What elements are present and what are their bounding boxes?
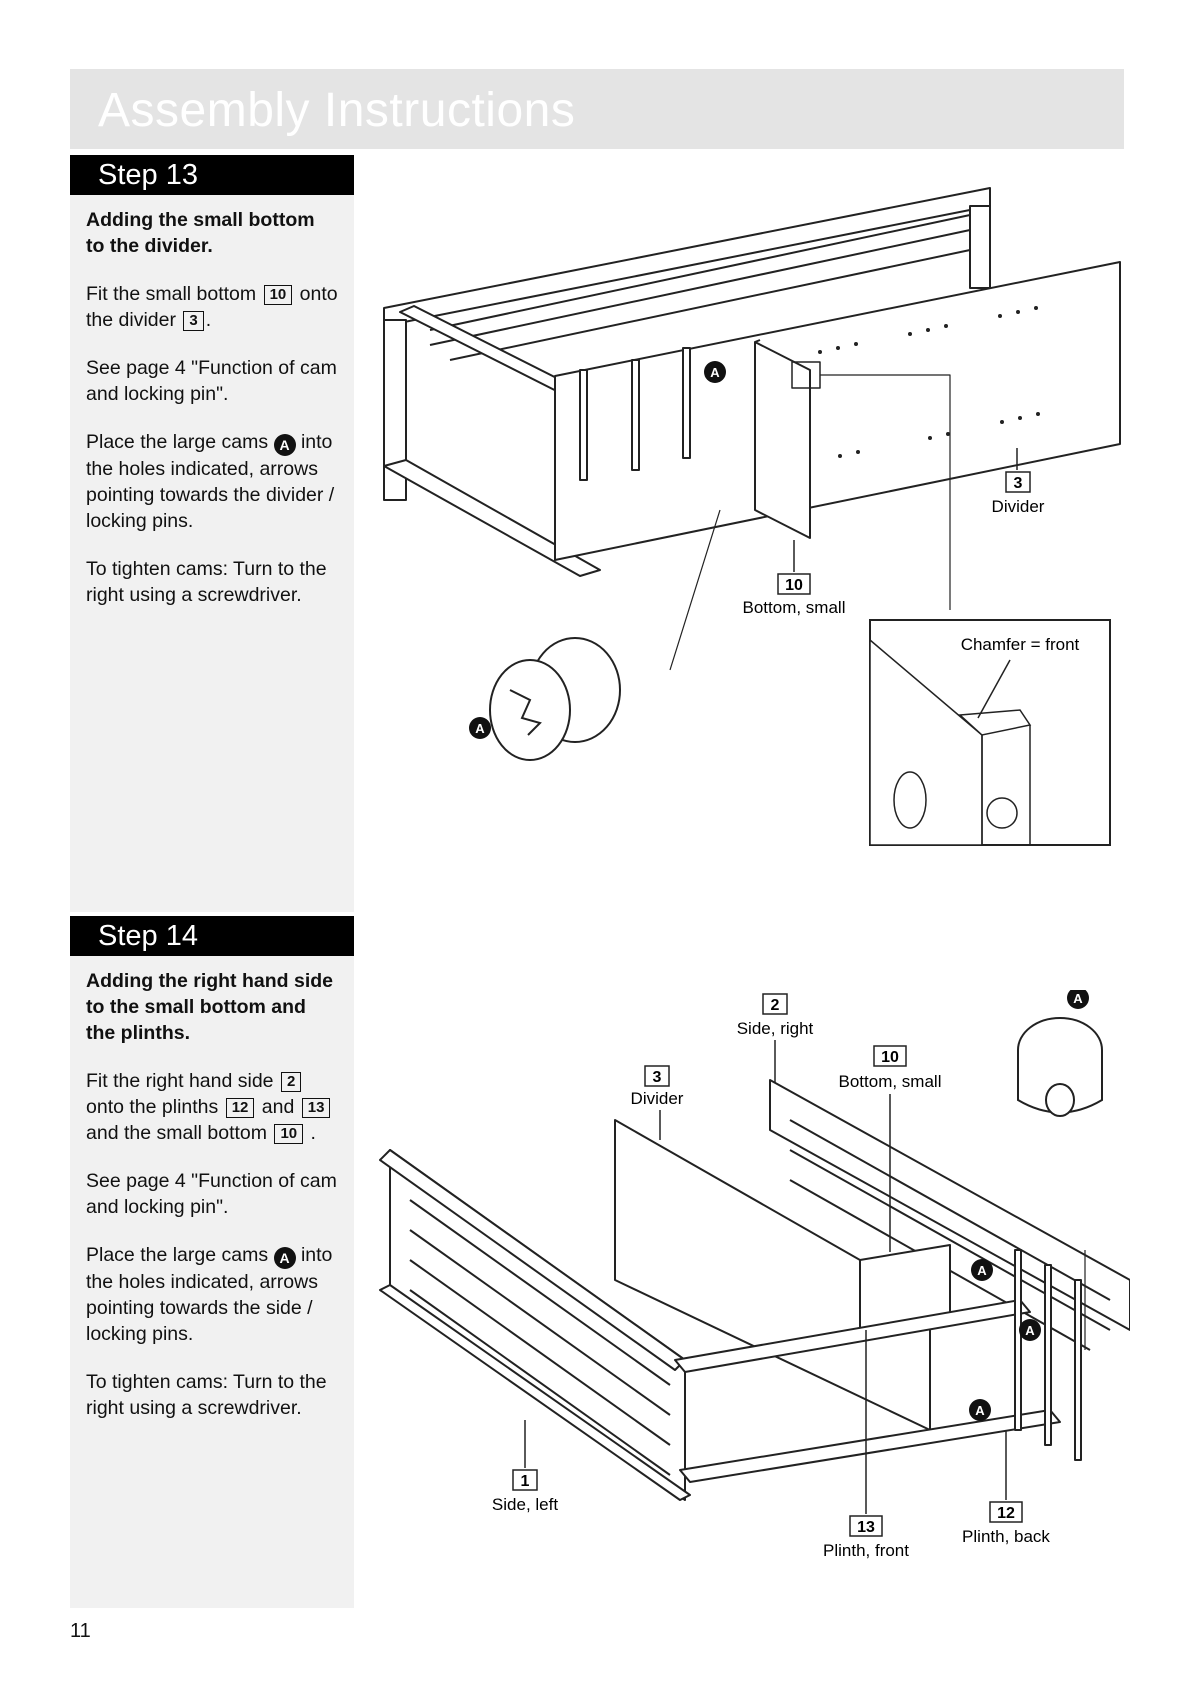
svg-text:Bottom, small: Bottom, small: [743, 598, 846, 617]
part-badge-13: 13: [301, 1098, 331, 1118]
cam-a-marker: A: [1019, 1319, 1041, 1341]
svg-text:Chamfer = front: Chamfer = front: [961, 635, 1080, 654]
svg-text:Divider: Divider: [631, 1089, 684, 1108]
step-13-diagram: A A 3 Divider 10 Bottom, small Chamfer =…: [383, 187, 1121, 846]
step-14-fit-end: .: [310, 1122, 316, 1144]
step-13-panel: Step 13 Adding the small bottom to the d…: [70, 155, 354, 912]
step-14-fit-text-3: and the small bottom: [86, 1122, 268, 1144]
page-title: Assembly Instructions: [98, 84, 576, 137]
svg-text:Side, left: Side, left: [492, 1495, 558, 1514]
svg-text:12: 12: [997, 1505, 1015, 1522]
cam-a-icon: A: [273, 434, 296, 456]
step-13-heading: Adding the small bottom to the divider.: [86, 209, 315, 257]
part-badge-10: 10: [263, 285, 293, 305]
step-14-title: Step 14: [70, 916, 354, 956]
svg-text:2: 2: [771, 997, 780, 1014]
plinth-front: [679, 1409, 1061, 1483]
right-side-panel: [769, 1079, 1130, 1331]
svg-text:Divider: Divider: [992, 497, 1045, 516]
part-badge-12: 12: [225, 1098, 255, 1118]
svg-text:1: 1: [521, 1473, 530, 1490]
step-13-see: See page 4 "Function of cam and locking …: [86, 357, 337, 405]
svg-text:A: A: [475, 721, 485, 736]
cam-a-marker: A: [969, 1399, 991, 1421]
cam-a-marker: A: [971, 1259, 993, 1281]
cam-a-marker: A: [1067, 990, 1089, 1009]
svg-text:13: 13: [857, 1519, 875, 1536]
svg-text:Plinth, back: Plinth, back: [962, 1527, 1050, 1546]
step-13-fit-text-2: onto the divider: [86, 283, 338, 331]
divider-panel: [554, 261, 1121, 561]
part-badge-2: 2: [280, 1072, 302, 1092]
step-14-fit-and: and: [261, 1096, 295, 1118]
step-13-fit-end: .: [205, 309, 212, 331]
svg-text:A: A: [977, 1263, 987, 1278]
svg-text:Plinth, front: Plinth, front: [823, 1541, 909, 1560]
label-divider: 3 Divider: [631, 1065, 684, 1140]
svg-text:A: A: [1025, 1323, 1035, 1338]
part-badge-3: 3: [183, 311, 204, 331]
label-side-left: 1 Side, left: [492, 1420, 558, 1514]
header-banner: Assembly Instructions: [70, 69, 1124, 149]
label-side-right: 2 Side, right: [737, 993, 814, 1082]
svg-text:10: 10: [785, 577, 803, 594]
step-14-fit-text-2: onto the plinths: [86, 1096, 219, 1118]
svg-text:3: 3: [1014, 475, 1023, 492]
step-13-fit: Fit the small bottom 10 onto the divider…: [86, 281, 338, 333]
cam-illustration: [1017, 1017, 1103, 1117]
step-14-see: See page 4 "Function of cam and locking …: [86, 1170, 337, 1218]
label-plinth-back: 12 Plinth, back: [962, 1430, 1050, 1546]
step-13-place-text: Place the large cams: [86, 431, 269, 453]
step-13-place-text-2: into the holes indicated, arrows pointin…: [86, 431, 335, 532]
cam-a-icon: A: [273, 1247, 296, 1269]
step-14-instructions: Adding the right hand side to the small …: [70, 956, 354, 1421]
svg-text:A: A: [710, 365, 720, 380]
label-divider: 3 Divider: [992, 448, 1045, 516]
step-14-place-text: Place the large cams: [86, 1244, 269, 1266]
step-13-fit-text: Fit the small bottom: [86, 283, 257, 305]
page-number: 11: [70, 1620, 91, 1642]
cam-illustration: [489, 637, 621, 761]
cam-a-marker: A: [469, 717, 491, 739]
step-13-instructions: Adding the small bottom to the divider. …: [70, 195, 354, 608]
step-14-diagram: A A A A 2 Side, right 3 Divider 10 Botto…: [379, 990, 1130, 1560]
step-14-tighten: To tighten cams: Turn to the right using…: [86, 1371, 327, 1419]
step-13-title: Step 13: [70, 155, 354, 195]
step-13-tighten: To tighten cams: Turn to the right using…: [86, 558, 327, 606]
svg-text:Bottom, small: Bottom, small: [839, 1072, 942, 1091]
svg-text:Side, right: Side, right: [737, 1019, 814, 1038]
svg-text:3: 3: [653, 1069, 662, 1086]
part-badge-10: 10: [274, 1124, 304, 1144]
step-14-fit: Fit the right hand side 2 onto the plint…: [86, 1068, 338, 1146]
left-post: [383, 319, 407, 501]
step-14-place-text-2: into the holes indicated, arrows pointin…: [86, 1244, 333, 1345]
plinth: [383, 459, 601, 577]
back-rail: [383, 187, 991, 327]
svg-text:A: A: [975, 1403, 985, 1418]
label-plinth-front: 13 Plinth, front: [823, 1330, 909, 1560]
label-bottom-small: 10 Bottom, small: [743, 540, 846, 617]
step-14-panel: Step 14 Adding the right hand side to th…: [70, 916, 354, 1608]
step-14-place: Place the large cams A into the holes in…: [86, 1242, 338, 1347]
chamfer-inset: Chamfer = front: [869, 619, 1111, 846]
step-14-fit-text: Fit the right hand side: [86, 1070, 274, 1092]
label-bottom-small: 10 Bottom, small: [839, 1045, 942, 1252]
svg-text:A: A: [1073, 991, 1083, 1006]
step-14-heading: Adding the right hand side to the small …: [86, 970, 333, 1044]
cam-a-marker: A: [704, 361, 726, 383]
svg-text:10: 10: [881, 1049, 899, 1066]
small-bottom-panel: [754, 341, 811, 539]
step-13-place: Place the large cams A into the holes in…: [86, 429, 338, 534]
